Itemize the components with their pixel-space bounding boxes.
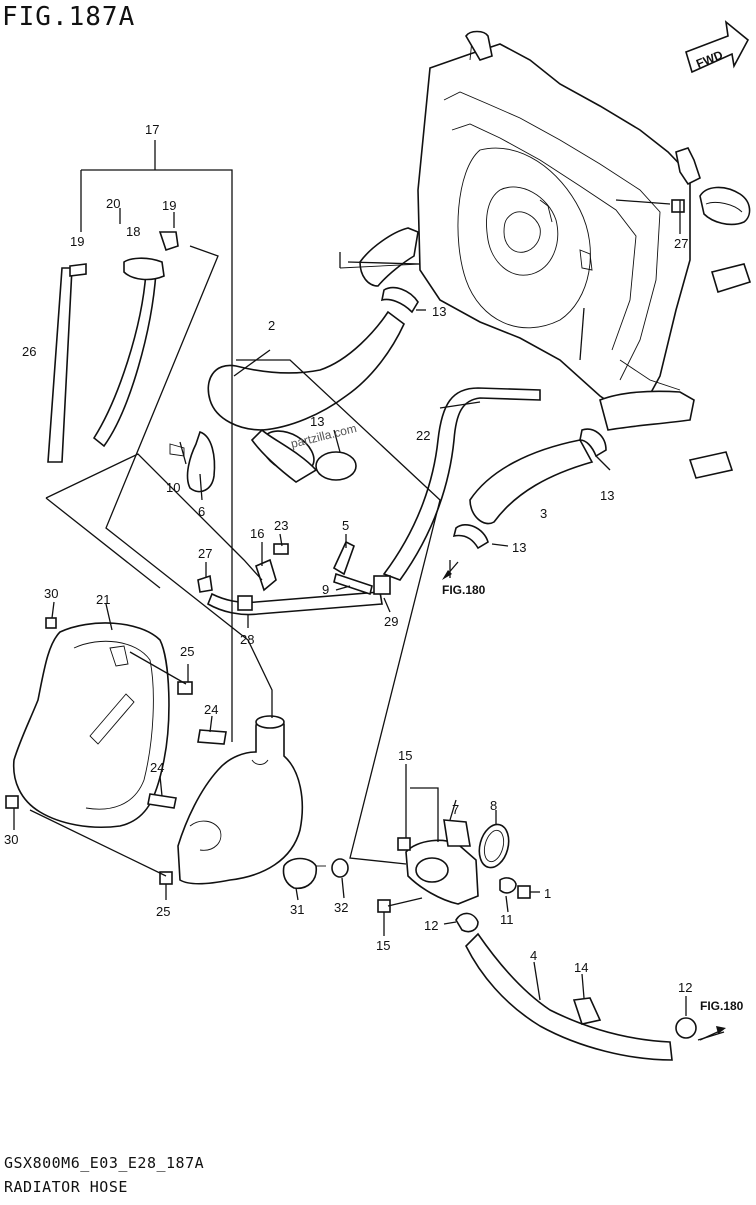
reservoir-tank — [147, 715, 304, 885]
callout-13: 13 — [310, 414, 324, 429]
bolts-30 — [5, 617, 57, 809]
callout-13: 13 — [512, 540, 526, 555]
hose-clamp-31 — [282, 857, 326, 890]
callout-28: 28 — [240, 632, 254, 647]
callout-2: 2 — [268, 318, 275, 333]
callout-10: 10 — [166, 480, 180, 495]
callout-11: 11 — [500, 912, 514, 927]
figure-title: FIG.187A — [2, 2, 136, 32]
callout-12: 12 — [678, 980, 692, 995]
callout-26: 26 — [22, 344, 36, 359]
reservoir-cover — [12, 622, 193, 885]
callout-1: 1 — [544, 886, 551, 901]
drawing-name: RADIATOR HOSE — [4, 1178, 128, 1196]
callout-29: 29 — [384, 614, 398, 629]
reservoir-hoses — [47, 231, 179, 463]
breather-hose — [206, 575, 391, 616]
upper-radiator-hose — [207, 310, 405, 483]
callout-30: 30 — [44, 586, 58, 601]
callout-19: 19 — [70, 234, 84, 249]
callout-8: 8 — [490, 798, 497, 813]
callout-9: 9 — [322, 582, 329, 597]
callout-27: 27 — [198, 546, 212, 561]
callout-23: 23 — [274, 518, 288, 533]
callout-14: 14 — [574, 960, 588, 975]
thermostat-housing — [377, 819, 531, 913]
lower-radiator-hose — [469, 439, 594, 525]
figure-reference-label: FIG.180 — [442, 583, 486, 597]
callout-22: 22 — [416, 428, 430, 443]
drawing-code: GSX800M6_E03_E28_187A — [4, 1154, 205, 1172]
bypass-hose — [382, 387, 541, 581]
mounting-hardware — [197, 540, 373, 596]
callout-21: 21 — [96, 592, 110, 607]
callout-4: 4 — [530, 948, 537, 963]
figure-reference-label: FIG.180 — [700, 999, 744, 1013]
callout-17: 17 — [145, 122, 159, 137]
callout-16: 16 — [250, 526, 264, 541]
callout-30: 30 — [4, 832, 18, 847]
callout-15: 15 — [376, 938, 390, 953]
clamps-13 — [315, 199, 685, 550]
callout-24: 24 — [150, 760, 164, 775]
thermostat-outlet-hose — [455, 912, 697, 1061]
callout-27: 27 — [674, 236, 688, 251]
radiator-illustration — [339, 30, 752, 479]
callout-15: 15 — [398, 748, 412, 763]
callout-5: 5 — [342, 518, 349, 533]
callout-24: 24 — [204, 702, 218, 717]
callout-6: 6 — [198, 504, 205, 519]
callout-19: 19 — [162, 198, 176, 213]
leader-lines — [13, 140, 725, 1041]
callout-25: 25 — [156, 904, 170, 919]
callout-7: 7 — [452, 802, 459, 817]
callout-18: 18 — [126, 224, 140, 239]
reference-arrows — [442, 561, 726, 1041]
callout-31: 31 — [290, 902, 304, 917]
washer-32 — [331, 858, 349, 878]
callout-20: 20 — [106, 196, 120, 211]
callout-25: 25 — [180, 644, 194, 659]
callout-12: 12 — [424, 918, 438, 933]
callout-13: 13 — [600, 488, 614, 503]
callout-13: 13 — [432, 304, 446, 319]
callout-3: 3 — [540, 506, 547, 521]
callout-32: 32 — [334, 900, 348, 915]
fwd-arrow-icon: FWD — [685, 20, 750, 74]
